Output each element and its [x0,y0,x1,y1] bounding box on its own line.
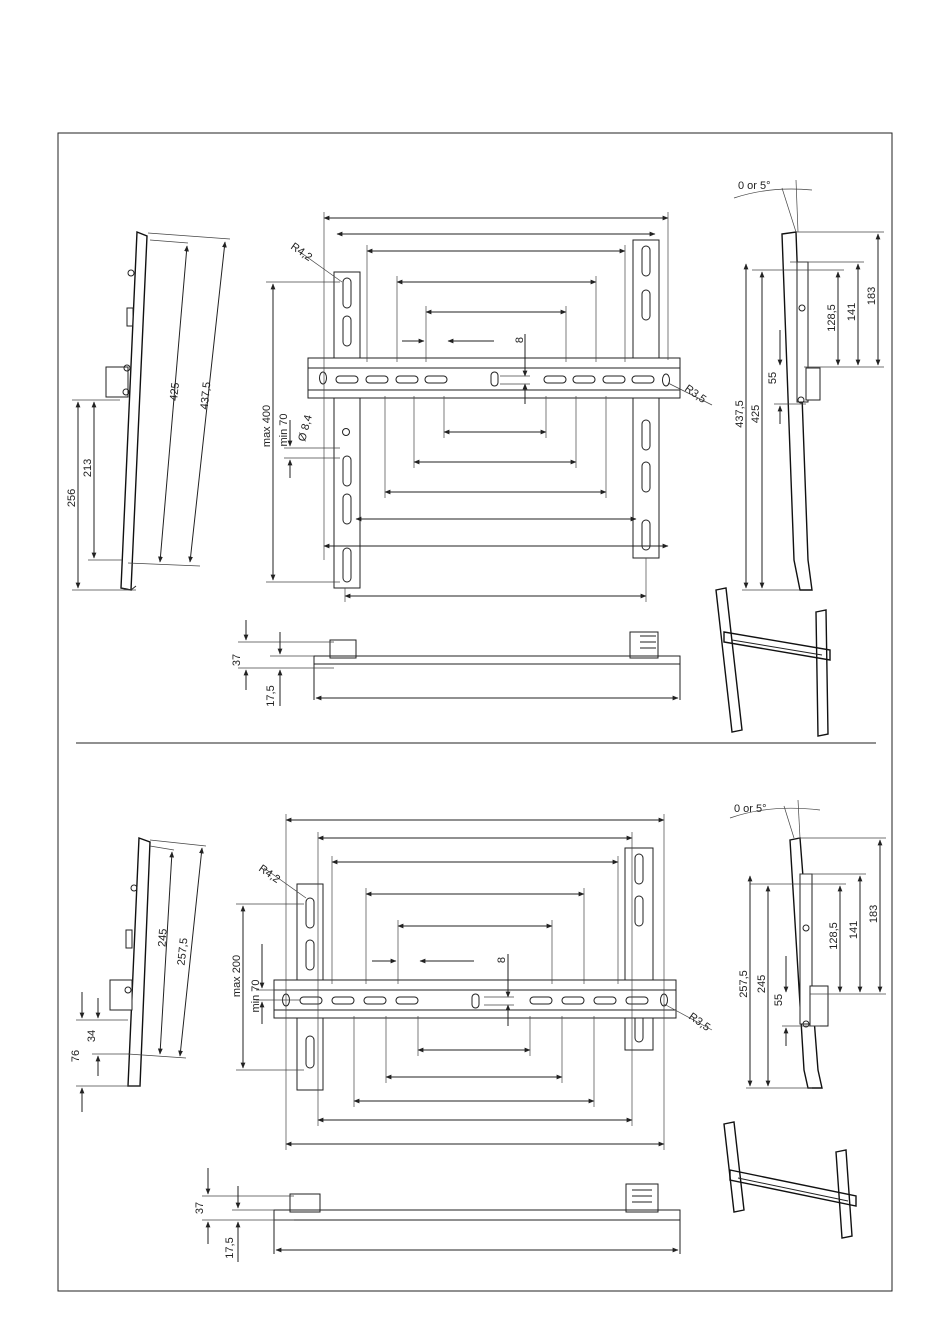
top-front-view: 8 max 400 min 70 Ø 8,4 R4,2 R3,5 [261,212,712,602]
top-right-dim-55: 55 [767,372,779,384]
top-right-dim-128-5: 128,5 [826,304,838,332]
bottom-radius-bottom-label: R3,5 [686,1011,712,1034]
bottom-plan-dim-17-5: 17,5 [224,1237,236,1258]
top-left-dim-437-5: 437,5 [199,381,214,410]
drawing-frame [58,133,892,1291]
top-plan-view: 37 17,5 [231,620,680,707]
top-radius-bottom-label: R3,5 [682,383,708,406]
top-left-dim-213: 213 [82,459,94,477]
top-right-side-view: 0 or 5° 183 141 128,5 55 425 437,5 [734,180,884,590]
top-min-vesa-label: min 70 [278,413,290,446]
top-right-dim-437-5: 437,5 [734,400,746,428]
top-left-side-view: 256 213 425 437,5 [66,232,230,590]
top-plan-dim-17-5: 17,5 [265,685,277,706]
bottom-right-dim-55: 55 [773,994,785,1006]
bottom-plan-dim-37: 37 [194,1202,206,1214]
bottom-isometric-view [724,1122,856,1238]
top-left-dim-425: 425 [168,382,182,402]
top-slot-gap-label: 8 [514,337,526,343]
top-hole-dia-label: Ø 8,4 [296,414,315,443]
bottom-slot-gap-label: 8 [496,957,508,963]
bottom-tilt-label: 0 or 5° [734,803,767,815]
top-right-dim-425: 425 [750,405,762,423]
top-left-dim-256: 256 [66,489,78,507]
bottom-left-dim-76: 76 [70,1050,82,1062]
top-right-dim-183: 183 [866,287,878,305]
bottom-plan-view: 37 17,5 [194,1168,680,1262]
top-hole-dia-value: 8,4 [299,414,315,432]
bottom-max-vesa-label: max 200 [231,955,243,997]
top-radius-top-label: R4,2 [288,241,314,264]
top-plan-dim-37: 37 [231,654,243,666]
bottom-front-view: 8 max 200 min 70 R4,2 R3,5 [231,814,712,1150]
bottom-left-dim-245: 245 [156,928,169,947]
bottom-right-dim-257-5: 257,5 [738,970,750,998]
bottom-right-dim-141: 141 [848,921,860,939]
bottom-radius-top-label: R4,2 [256,863,282,886]
bottom-right-dim-183: 183 [868,905,880,923]
bottom-left-dim-34: 34 [86,1030,98,1042]
bottom-min-vesa-label: min 70 [250,979,262,1012]
top-tilt-label: 0 or 5° [738,180,771,192]
bottom-section: 76 34 245 257,5 [70,800,886,1262]
bottom-right-dim-245: 245 [756,975,768,993]
top-isometric-view [716,588,830,736]
top-section: 256 213 425 437,5 [66,180,884,736]
top-right-dim-141: 141 [846,303,858,321]
top-max-vesa-label: max 400 [261,405,273,447]
bottom-left-dim-257-5: 257,5 [176,937,191,966]
bottom-left-side-view: 76 34 245 257,5 [70,838,206,1112]
bottom-right-dim-128-5: 128,5 [828,922,840,950]
bottom-right-side-view: 0 or 5° 183 141 128,5 55 245 257,5 [730,800,886,1088]
